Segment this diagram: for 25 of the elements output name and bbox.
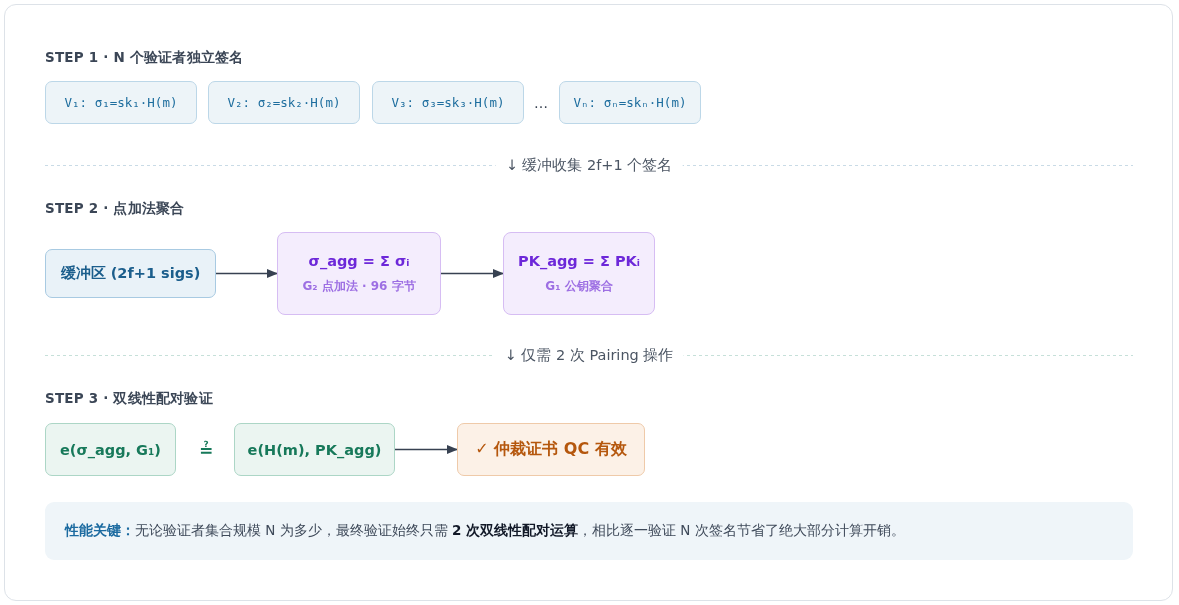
buffer-box: 缓冲区 (2f+1 sigs) [45,249,216,298]
step-heading: STEP 2 · 点加法聚合 [45,200,185,218]
pairing-box: e(H(m), PK_agg) [234,423,395,476]
arrow [394,445,459,454]
step-heading: STEP 1 · N 个验证者独立签名 [45,49,244,67]
arrow [440,269,505,278]
formula-text: PK_agg = Σ PKᵢ [518,252,640,269]
caption-text: G₂ 点加法 · 96 字节 [302,277,416,295]
formula-text: σ_agg = Σ σᵢ [308,252,410,269]
aggregation-box [503,232,655,315]
arrow [215,269,279,278]
divider-text: ↓ 缓冲收集 2f+1 个签名 [495,155,683,175]
step-heading: STEP 3 · 双线性配对验证 [45,390,213,408]
result-box: ✓ 仲裁证书 QC 有效 [457,423,645,476]
signature-box: V₁: σ₁=sk₁·H(m) [45,81,197,124]
signature-box: V₂: σ₂=sk₂·H(m) [208,81,360,124]
signature-box: V₃: σ₃=sk₃·H(m) [372,81,524,124]
ellipsis: … [534,95,548,111]
signature-box: Vₙ: σₙ=skₙ·H(m) [559,81,701,124]
equality-symbol: ≟ [198,440,214,460]
note-box: 性能关键：无论验证者集合规模 N 为多少，最终验证始终只需 2 次双线性配对运算，相比逐一验证 N 次签名节省了绝大部分计算开销。 [45,502,1133,560]
pairing-box: e(σ_agg, G₁) [45,423,176,476]
aggregation-box [277,232,441,315]
divider-text: ↓ 仅需 2 次 Pairing 操作 [494,345,684,365]
caption-text: G₁ 公钥聚合 [545,277,613,295]
